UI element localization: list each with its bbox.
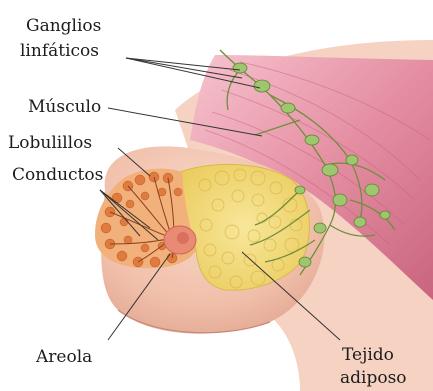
label-lymph-nodes-1: Ganglios	[26, 16, 101, 36]
label-fat-2: adiposo	[340, 368, 407, 388]
label-muscle: Músculo	[28, 97, 101, 117]
label-ducts: Conductos	[12, 165, 103, 185]
label-lobules: Lobulillos	[8, 133, 92, 153]
label-lymph-nodes-2: linfáticos	[20, 41, 99, 61]
label-areola: Areola	[35, 347, 92, 367]
nipple-shape	[177, 232, 189, 244]
label-fat-1: Tejido	[342, 345, 394, 365]
